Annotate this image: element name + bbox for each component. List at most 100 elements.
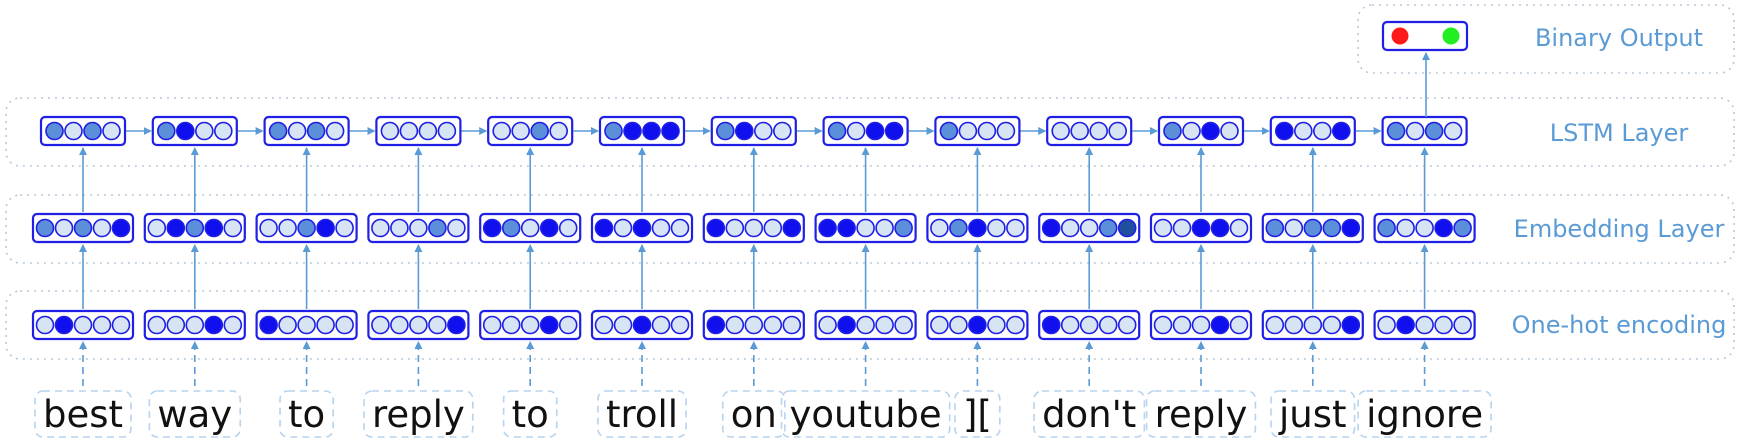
lstm-neuron — [195, 121, 214, 141]
embedding-neuron — [763, 218, 783, 238]
embedding-neuron — [987, 218, 1006, 238]
embedding-neuron — [613, 218, 633, 238]
embedding-neuron — [949, 218, 968, 238]
embedding-neuron — [335, 218, 354, 238]
onehot-neuron — [520, 315, 540, 335]
onehot-neuron — [316, 315, 335, 335]
onehot-neuron — [482, 315, 502, 335]
embedding-neuron — [204, 218, 224, 238]
word-box — [954, 390, 1001, 438]
lstm-neuron — [287, 121, 307, 141]
embedding-neuron — [409, 218, 428, 238]
embedding-neuron — [1303, 218, 1323, 238]
output-neuron-positive — [1442, 27, 1460, 45]
embedding-neuron — [725, 218, 745, 238]
embedding-neuron — [54, 218, 74, 238]
lstm-cell — [487, 115, 574, 147]
lstm-neuron — [1108, 121, 1127, 141]
lstm-neuron — [661, 121, 680, 141]
lstm-neuron — [399, 121, 419, 141]
lstm-neuron — [511, 121, 531, 141]
onehot-layer-label: One-hot encoding — [1512, 311, 1727, 339]
embedding-neuron — [520, 218, 540, 238]
onehot-neuron — [651, 315, 671, 335]
lstm-cell — [822, 115, 909, 147]
word-token: reply — [1155, 393, 1248, 436]
onehot-neuron — [782, 315, 802, 335]
embedding-neuron — [1284, 218, 1304, 238]
embedding-neuron — [1210, 218, 1230, 238]
lstm-neuron — [827, 121, 847, 141]
lstm-neuron — [1313, 121, 1332, 141]
embedding-neuron — [539, 218, 559, 238]
lstm-neuron — [83, 121, 102, 141]
onehot-neuron — [1153, 315, 1173, 335]
onehot-neuron — [1210, 315, 1230, 335]
lstm-neuron — [549, 121, 569, 141]
onehot-neuron — [147, 315, 167, 335]
onehot-neuron — [1434, 315, 1453, 335]
lstm-neuron — [418, 121, 438, 141]
onehot-neuron — [185, 315, 205, 335]
onehot-neuron — [632, 315, 652, 335]
lstm-neuron — [604, 121, 623, 141]
onehot-neuron — [744, 315, 764, 335]
word-box — [1145, 390, 1257, 438]
word-token: just — [1278, 393, 1347, 436]
lstm-neuron — [1405, 121, 1425, 141]
word-box — [1033, 390, 1146, 438]
onehot-neuron — [111, 315, 131, 335]
output-neuron-negative — [1391, 27, 1409, 45]
embedding-neuron — [1396, 218, 1415, 238]
onehot-neuron — [1303, 315, 1323, 335]
onehot-neuron — [763, 315, 783, 335]
word-token: ][ — [963, 393, 992, 436]
word-token: youtube — [789, 393, 941, 436]
word-box — [1270, 390, 1356, 438]
lstm-neuron — [530, 121, 550, 141]
word-token: on — [731, 393, 777, 436]
embedding-neuron — [1453, 218, 1472, 238]
embedding-neuron — [297, 218, 316, 238]
embedding-neuron — [968, 218, 987, 238]
embedding-neuron — [1098, 218, 1118, 238]
lstm-neuron — [958, 121, 978, 141]
lstm-neuron — [939, 121, 959, 141]
onehot-neuron — [558, 315, 578, 335]
lstm-cell — [934, 115, 1021, 147]
lstm-neuron — [1163, 121, 1182, 141]
onehot-neuron — [166, 315, 186, 335]
lstm-neuron — [214, 121, 233, 141]
word-token: best — [43, 393, 123, 436]
lstm-neuron — [325, 121, 345, 141]
embedding-neuron — [1006, 218, 1025, 238]
embedding-neuron — [428, 218, 447, 238]
onehot-layer-panel — [5, 290, 1735, 360]
lstm-neuron — [865, 121, 885, 141]
embedding-neuron — [1191, 218, 1211, 238]
lstm-cell — [151, 115, 238, 147]
embedding-neuron — [558, 218, 578, 238]
lstm-cell — [375, 115, 462, 147]
embedding-neuron — [223, 218, 243, 238]
word-box — [148, 390, 242, 438]
embedding-neuron — [1060, 218, 1080, 238]
word-box — [502, 390, 558, 438]
onehot-neuron — [1229, 315, 1249, 335]
lstm-neuron — [846, 121, 866, 141]
onehot-neuron — [447, 315, 466, 335]
onehot-neuron — [409, 315, 428, 335]
onehot-neuron — [371, 315, 390, 335]
embedding-neuron — [818, 218, 837, 238]
onehot-neuron — [670, 315, 690, 335]
onehot-neuron — [390, 315, 409, 335]
word-token: troll — [606, 393, 678, 436]
lstm-neuron — [1051, 121, 1070, 141]
lstm-layer-panel — [5, 97, 1735, 167]
embedding-neuron — [371, 218, 390, 238]
embedding-neuron — [651, 218, 671, 238]
embedding-neuron — [166, 218, 186, 238]
embedding-neuron — [1377, 218, 1396, 238]
onehot-neuron — [1453, 315, 1472, 335]
